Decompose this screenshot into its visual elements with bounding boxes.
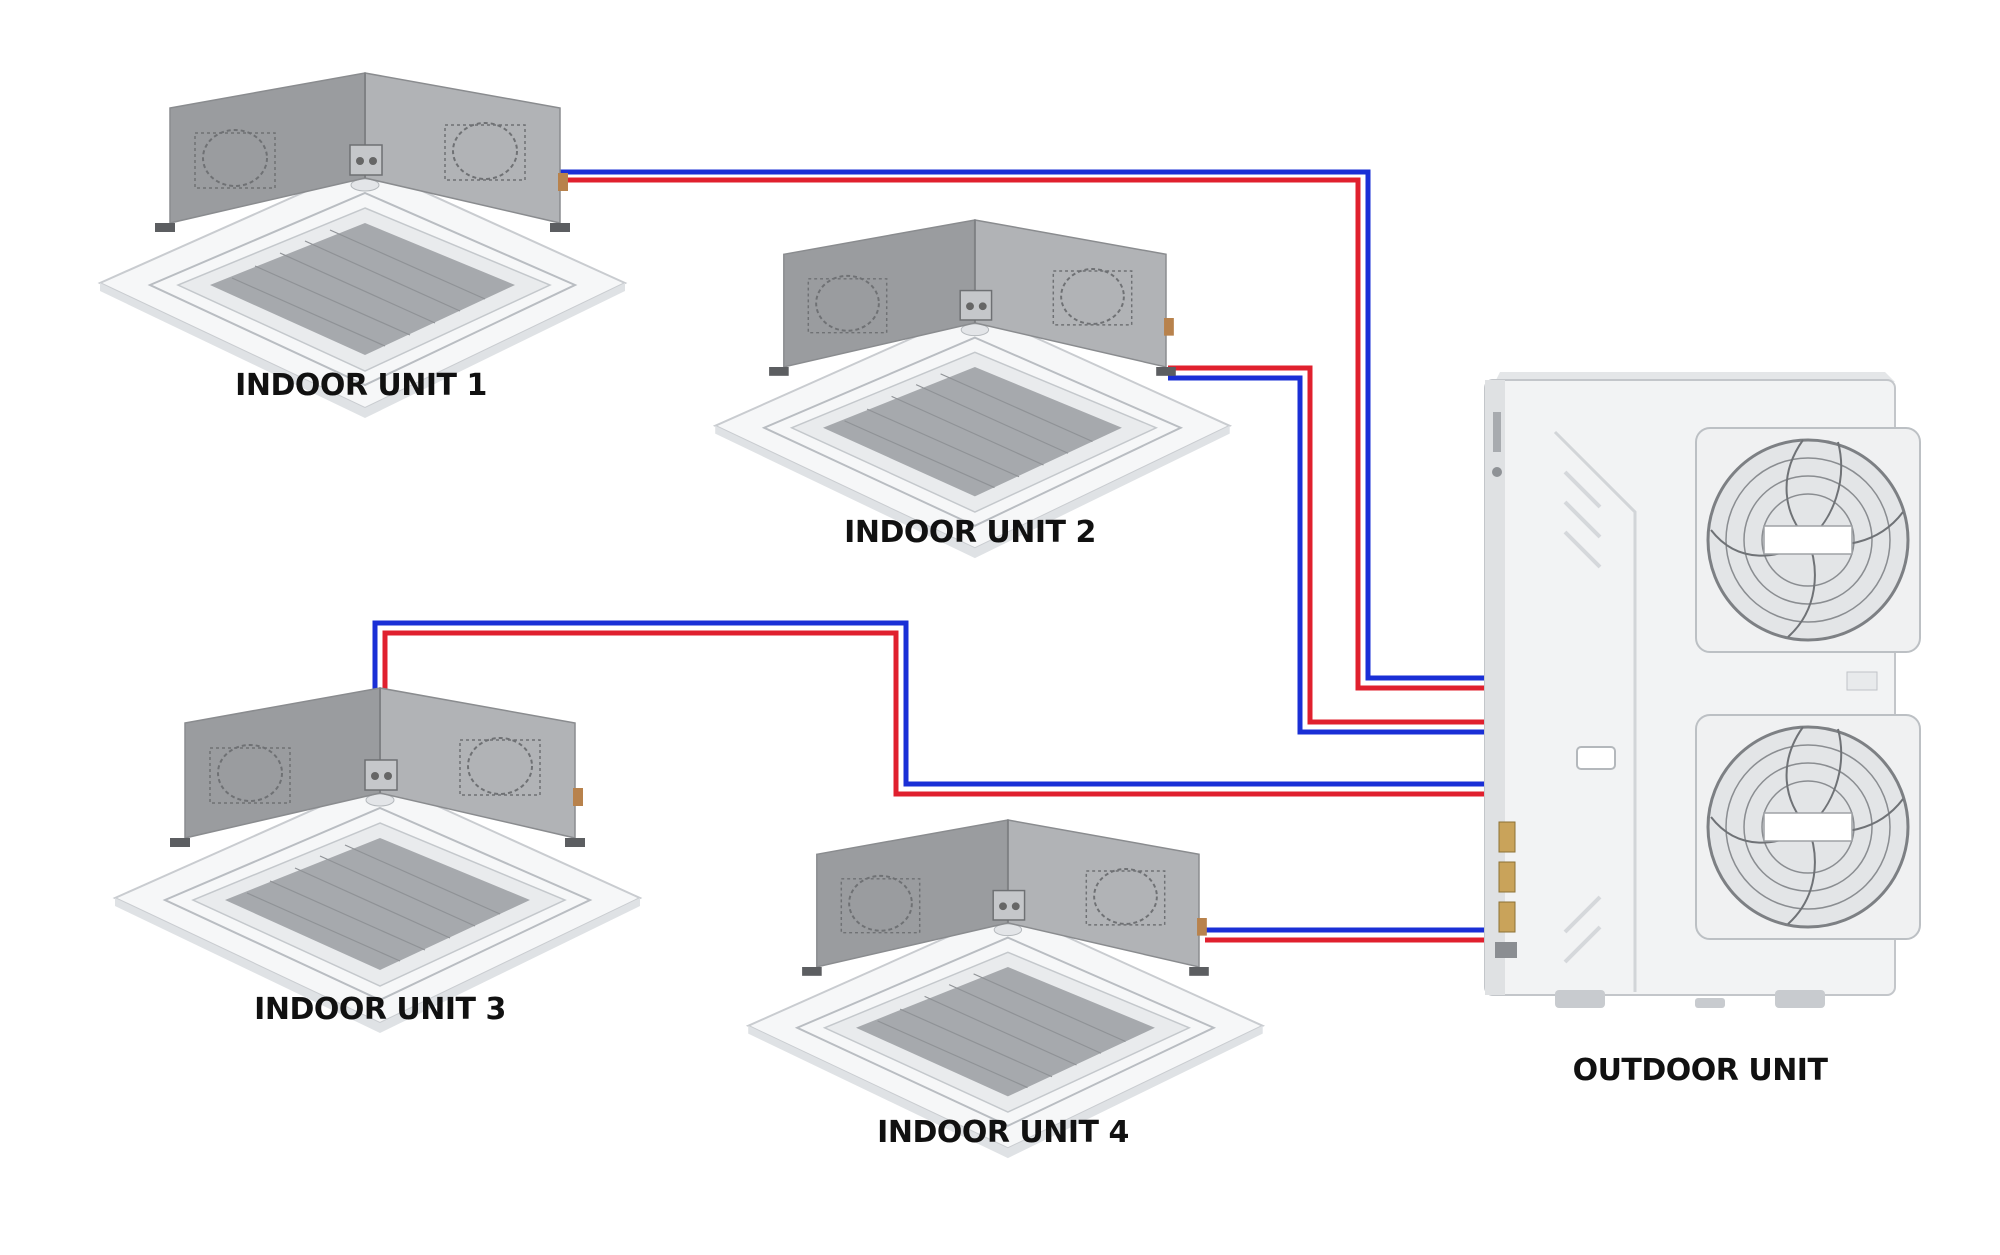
indoor-unit-1-label: INDOOR UNIT 1: [235, 368, 487, 403]
indoor-unit-2-label: INDOOR UNIT 2: [844, 515, 1096, 550]
outdoor-condenser-icon: [1484, 372, 1922, 1008]
indoor-unit-4-icon: [747, 819, 1264, 1160]
supply-line-unit-2: [1168, 365, 1485, 725]
indoor-unit-3-label: INDOOR UNIT 3: [254, 992, 506, 1027]
return-line-unit-3: [372, 620, 1485, 787]
indoor-unit-3-icon: [114, 687, 641, 1034]
indoor-unit-2-icon: [714, 219, 1231, 560]
outdoor-unit-label: OUTDOOR UNIT: [1572, 1053, 1828, 1088]
indoor-unit-1-icon: [99, 72, 626, 419]
indoor-unit-4-label: INDOOR UNIT 4: [877, 1115, 1129, 1150]
supply-line-unit-3: [382, 630, 1485, 797]
return-line-unit-1: [555, 169, 1485, 681]
return-line-unit-2: [1168, 375, 1485, 735]
supply-line-unit-1: [555, 177, 1485, 691]
refrigerant-lines: [372, 169, 1485, 943]
